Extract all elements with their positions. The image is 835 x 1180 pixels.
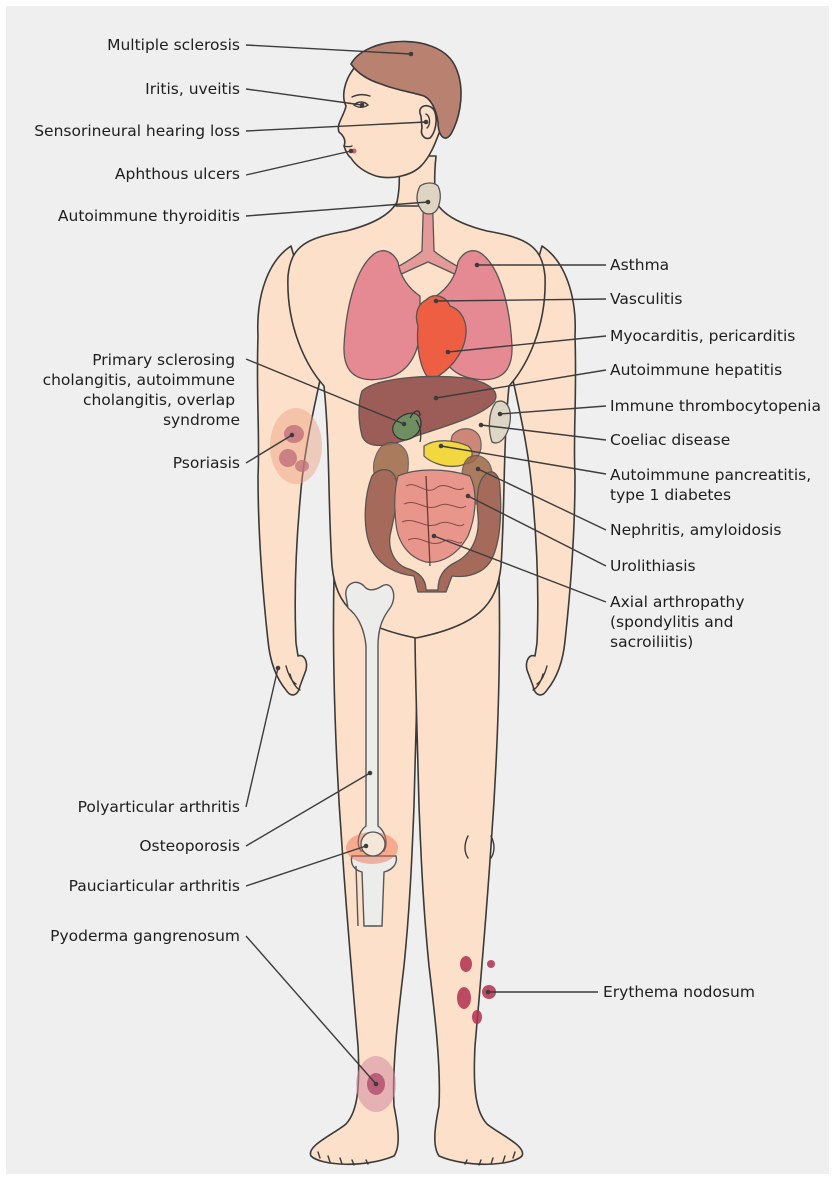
- label-autoimmune-pancreatitis: Autoimmune pancreatitis, type 1 diabetes: [610, 466, 816, 504]
- spleen: [489, 401, 510, 443]
- label-autoimmune-hepatitis: Autoimmune hepatitis: [610, 361, 782, 379]
- leader-end-psoriasis: [290, 433, 295, 438]
- label-autoimmune-thyroiditis: Autoimmune thyroiditis: [58, 207, 240, 225]
- leader-end-osteoporosis: [368, 771, 373, 776]
- label-myocarditis-pericarditis: Myocarditis, pericarditis: [610, 327, 795, 345]
- leader-end-multiple-sclerosis: [409, 52, 414, 57]
- leader-end-thyroiditis: [426, 200, 431, 205]
- label-multiple-sclerosis: Multiple sclerosis: [107, 36, 240, 54]
- leader-end-iritis: [360, 103, 365, 108]
- leader-polyarticular: [246, 668, 278, 807]
- label-axial-line-2: (spondylitis and: [610, 613, 733, 631]
- label-aphthous-ulcers: Aphthous ulcers: [115, 165, 240, 183]
- erythema-nodule: [487, 960, 495, 968]
- leader-end-nephritis: [476, 467, 481, 472]
- mouth: [344, 146, 352, 147]
- label-axial-line-3: sacroiliitis): [610, 633, 693, 651]
- label-urolithiasis: Urolithiasis: [610, 557, 696, 575]
- label-coeliac-disease: Coeliac disease: [610, 431, 730, 449]
- label-polyarticular-arthritis: Polyarticular arthritis: [78, 798, 240, 816]
- label-erythema-nodosum: Erythema nodosum: [603, 983, 755, 1001]
- erythema-nodule: [472, 1010, 482, 1024]
- leader-end-asthma: [475, 263, 480, 268]
- leader-end-aphthous: [349, 149, 354, 154]
- leader-end-pauciarticular: [364, 844, 369, 849]
- label-psc-line-1: Primary sclerosing: [92, 351, 235, 369]
- leader-end-pyoderma: [374, 1082, 379, 1087]
- label-sensorineural-hearing-loss: Sensorineural hearing loss: [34, 122, 240, 140]
- label-axial-arthropathy: Axial arthropathy (spondylitis and sacro…: [610, 593, 749, 651]
- labels-right: Asthma Vasculitis Myocarditis, pericardi…: [603, 256, 821, 1001]
- leader-end-polyarticular: [276, 666, 281, 671]
- erythema-nodule: [457, 987, 471, 1009]
- patella: [361, 832, 385, 856]
- left-leg: [415, 576, 523, 1164]
- label-pyoderma-gangrenosum: Pyoderma gangrenosum: [50, 927, 240, 945]
- label-pancreatitis-line-2: type 1 diabetes: [610, 486, 731, 504]
- leader-end-myocarditis: [446, 350, 451, 355]
- leader-end-coeliac: [479, 423, 484, 428]
- label-psoriasis: Psoriasis: [173, 454, 240, 472]
- leader-end-axial: [432, 534, 437, 539]
- label-asthma: Asthma: [610, 256, 669, 274]
- label-pancreatitis-line-1: Autoimmune pancreatitis,: [610, 466, 811, 484]
- leader-end-vasculitis: [434, 299, 439, 304]
- label-primary-sclerosing-cholangitis: Primary sclerosing cholangitis, autoimmu…: [43, 351, 240, 429]
- erythema-nodule: [460, 956, 472, 972]
- label-osteoporosis: Osteoporosis: [139, 837, 240, 855]
- label-pauciarticular-arthritis: Pauciarticular arthritis: [69, 877, 240, 895]
- label-psc-line-3: cholangitis, overlap: [83, 391, 235, 409]
- psoriasis-patch: [295, 460, 309, 472]
- label-iritis-uveitis: Iritis, uveitis: [145, 80, 240, 98]
- extraintestinal-manifestations-diagram: Multiple sclerosis Iritis, uveitis Senso…: [6, 6, 829, 1174]
- leader-end-hepatitis: [434, 396, 439, 401]
- leader-end-erythema: [486, 990, 491, 995]
- leader-end-pancreatitis: [439, 444, 444, 449]
- psoriasis-patch-halo: [270, 408, 322, 484]
- leader-end-psc: [402, 422, 407, 427]
- leader-end-thrombocytopenia: [498, 412, 503, 417]
- label-psc-line-2: cholangitis, autoimmune: [43, 371, 236, 389]
- label-vasculitis: Vasculitis: [610, 290, 682, 308]
- label-psc-line-4: syndrome: [163, 411, 240, 429]
- thyroid: [417, 183, 440, 214]
- leader-end-hearing-loss: [424, 120, 429, 125]
- label-axial-line-1: Axial arthropathy: [610, 593, 745, 611]
- leader-aphthous: [246, 151, 351, 175]
- leader-end-urolithiasis: [466, 494, 471, 499]
- label-nephritis-amyloidosis: Nephritis, amyloidosis: [610, 521, 781, 539]
- figure-panel: Multiple sclerosis Iritis, uveitis Senso…: [6, 6, 829, 1174]
- labels-left: Multiple sclerosis Iritis, uveitis Senso…: [34, 36, 240, 945]
- human-body: [257, 41, 575, 1165]
- psoriasis-patch: [279, 449, 297, 467]
- label-immune-thrombocytopenia: Immune thrombocytopenia: [610, 397, 821, 415]
